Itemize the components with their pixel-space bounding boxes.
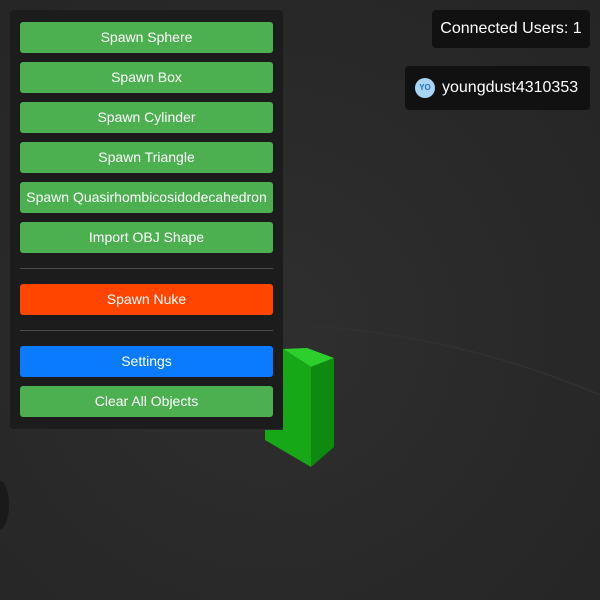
floor-horizon xyxy=(299,324,600,396)
spawn-box-button[interactable]: Spawn Box xyxy=(20,62,273,93)
spawn-sphere-button[interactable]: Spawn Sphere xyxy=(20,22,273,53)
spawn-cylinder-button[interactable]: Spawn Cylinder xyxy=(20,102,273,133)
username-label: youngdust4310353 xyxy=(442,79,579,96)
spawn-nuke-button[interactable]: Spawn Nuke xyxy=(20,284,273,315)
menu-divider-2 xyxy=(20,330,273,331)
user-entry: YO youngdust4310353 xyxy=(405,66,590,110)
settings-button[interactable]: Settings xyxy=(20,346,273,377)
box-top-face xyxy=(283,348,334,367)
spawn-menu-panel: Spawn Sphere Spawn Box Spawn Cylinder Sp… xyxy=(10,10,283,429)
spawn-quasirhombicosidodecahedron-button[interactable]: Spawn Quasirhombicosidodecahedron xyxy=(20,182,273,213)
offscreen-object xyxy=(0,481,9,529)
box-front-face xyxy=(265,349,311,467)
menu-divider-1 xyxy=(20,268,273,269)
user-avatar: YO xyxy=(415,78,435,98)
import-obj-shape-button[interactable]: Import OBJ Shape xyxy=(20,222,273,253)
box-side-face xyxy=(311,358,334,467)
clear-all-objects-button[interactable]: Clear All Objects xyxy=(20,386,273,417)
connected-users-badge: Connected Users: 1 xyxy=(432,10,590,48)
spawn-triangle-button[interactable]: Spawn Triangle xyxy=(20,142,273,173)
green-box-object[interactable] xyxy=(265,348,334,467)
